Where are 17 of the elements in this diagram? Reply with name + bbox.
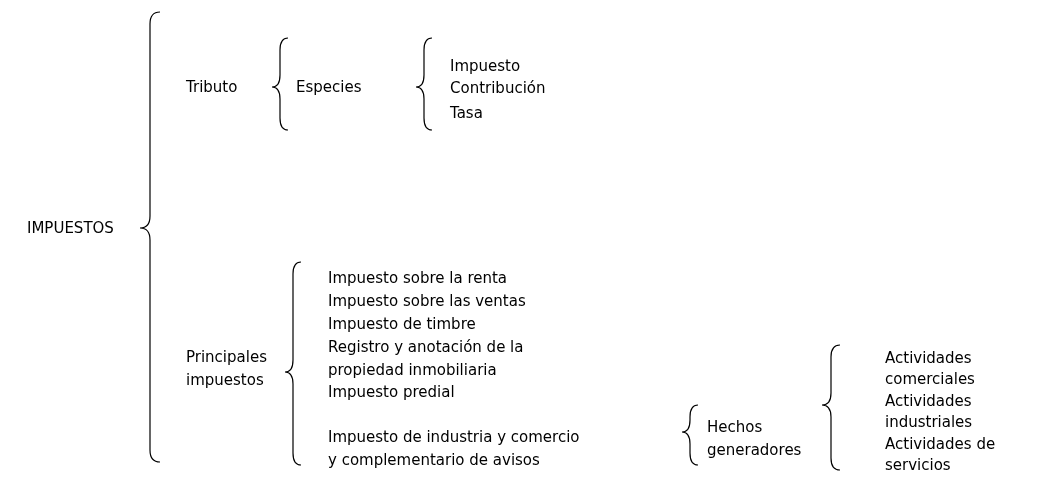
label-text: Impuesto predial [328, 382, 456, 403]
label-text: Impuesto sobre la renta [328, 268, 509, 289]
label-text: Impuesto [450, 56, 522, 77]
label-text: Hechos generadores [707, 417, 803, 461]
label-text: Impuesto sobre las ventas [328, 291, 527, 312]
label-text: Actividades de servicios [885, 434, 997, 476]
label-text: Tasa [450, 103, 484, 124]
label-text: Impuesto de timbre [328, 314, 477, 335]
label-text: Actividades comerciales [885, 348, 976, 390]
label-text: Registro y anotación de la propiedad inmobiliaria [328, 337, 525, 381]
label-text: Tributo [186, 77, 239, 98]
label-text: Actividades industriales [885, 391, 974, 433]
label-text: Principales impuestos [186, 347, 268, 391]
label-text: IMPUESTOS [27, 218, 115, 239]
label-text: Especies [296, 77, 363, 98]
label-text: Contribución [450, 78, 547, 99]
label-text: Impuesto de industria y comercio y complementario de avisos [328, 427, 581, 471]
